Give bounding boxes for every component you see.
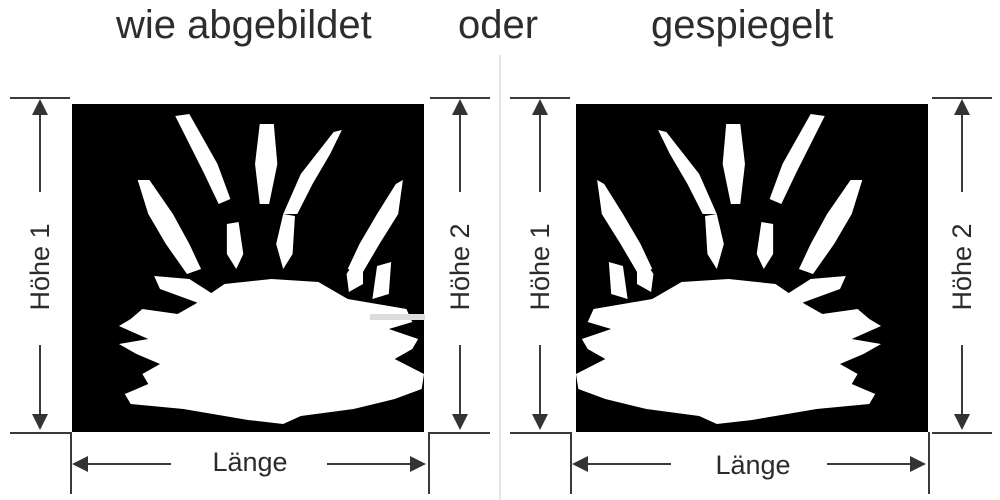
symbol-box: [576, 104, 928, 432]
dim-line: [586, 463, 671, 465]
height-2-label: Höhe 2: [445, 223, 475, 311]
dim-ext-right: [428, 432, 430, 494]
arrow-right-icon: [910, 456, 926, 472]
arrow-up-icon: [532, 99, 548, 115]
height-2-label: Höhe 2: [947, 223, 977, 311]
dim-ext-top-left: [10, 97, 70, 99]
explosive-symbol-icon: [576, 114, 882, 424]
dim-ext-bottom-left: [10, 432, 70, 434]
dim-line: [961, 110, 963, 192]
arrow-down-icon: [532, 414, 548, 430]
dim-line: [39, 110, 41, 192]
arrow-left-icon: [572, 456, 588, 472]
dim-ext-left: [570, 432, 572, 494]
height-1-label: Höhe 1: [25, 223, 55, 311]
dim-line: [459, 345, 461, 420]
artifact-line: [370, 314, 425, 320]
title-as-shown: wie abgebildet: [116, 3, 372, 47]
dim-line: [86, 463, 171, 465]
explosive-symbol-icon: [118, 114, 424, 424]
arrow-up-icon: [954, 99, 970, 115]
dim-ext-top-left: [510, 97, 570, 99]
length-label: Länge: [715, 450, 791, 480]
title-mirrored: gespiegelt: [651, 3, 834, 47]
title-or: oder: [458, 3, 539, 47]
dim-ext-left: [70, 432, 72, 494]
length-label: Länge: [212, 447, 288, 477]
dim-ext-bottom-left: [510, 432, 570, 434]
dim-line: [827, 463, 912, 465]
arrow-up-icon: [32, 99, 48, 115]
panel-mirrored: Höhe 1 Höhe 2 Länge: [500, 0, 1000, 500]
panel-original: Höhe 1 Höhe 2 Länge: [10, 97, 490, 494]
height-1-label: Höhe 1: [525, 223, 555, 311]
arrow-up-icon: [452, 99, 468, 115]
dim-line: [327, 463, 412, 465]
arrow-right-icon: [410, 456, 426, 472]
arrow-down-icon: [452, 414, 468, 430]
arrow-left-icon: [72, 456, 88, 472]
dim-line: [459, 110, 461, 192]
arrow-down-icon: [954, 414, 970, 430]
arrow-down-icon: [32, 414, 48, 430]
dim-ext-bottom-right: [932, 432, 992, 434]
dim-line: [961, 345, 963, 420]
dim-line: [39, 345, 41, 420]
divider: [499, 55, 501, 500]
dim-line: [539, 110, 541, 192]
dim-ext-top-right: [932, 97, 992, 99]
dim-ext-bottom-right: [430, 432, 490, 434]
symbol-box: [72, 104, 424, 432]
dim-ext-right: [928, 432, 930, 494]
dim-line: [539, 345, 541, 420]
dim-ext-top-right: [430, 97, 490, 99]
